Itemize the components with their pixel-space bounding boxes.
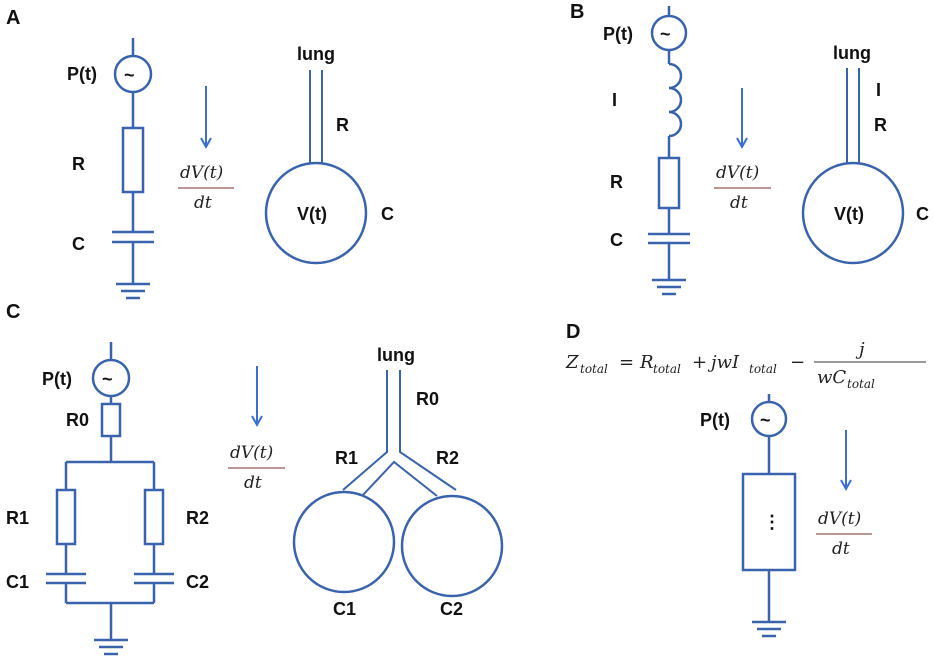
panel-b-letter: B xyxy=(570,1,584,23)
panel-c-r2-label: R2 xyxy=(186,508,209,528)
panel-c-alveolus-right-label: C2 xyxy=(440,599,463,619)
equation-z: Z xyxy=(565,352,579,373)
panel-c-right-alveolus-icon xyxy=(400,494,504,598)
panel-c-branch-right-label: R2 xyxy=(436,448,459,468)
panel-a-compliance-label: C xyxy=(381,204,394,224)
equation-i-sub: total xyxy=(749,362,777,376)
panel-d-source-label: P(t) xyxy=(700,410,730,430)
panel-b-compliance-label: C xyxy=(916,204,929,224)
panel-a-letter: A xyxy=(6,7,20,29)
panel-c-airway-label: lung xyxy=(377,345,415,365)
panel-a-flow-arrowhead-icon xyxy=(200,137,212,150)
panel-c-source-label: P(t) xyxy=(42,369,72,389)
panel-c: C ~ xyxy=(6,301,504,656)
panel-b-airway-inertance-label: I xyxy=(876,80,881,100)
panel-c-r2-resistor-icon xyxy=(143,488,165,546)
panel-d-flow-arrowhead-icon xyxy=(840,479,852,492)
panel-c-c1-label: C1 xyxy=(6,572,29,592)
panel-c-left-alveolus-icon xyxy=(292,490,396,594)
equation-z-sub: total xyxy=(580,362,608,376)
panel-c-airway-outer-right xyxy=(399,370,457,491)
panel-b-circuit: ~ xyxy=(648,6,690,296)
panel-c-flow-denominator: dt xyxy=(244,473,262,493)
panel-c-branch-left-label: R1 xyxy=(335,448,358,468)
panel-a: A ~ P(t) R C dV(t) dt xyxy=(6,7,394,300)
panel-d-flow-numerator: dV(t) xyxy=(818,509,861,529)
panel-b-source-label: P(t) xyxy=(603,24,633,44)
panel-c-trachea-label: R0 xyxy=(416,389,439,409)
panel-a-airway-resistance-label: R xyxy=(336,115,349,135)
panel-a-flow-denominator: dt xyxy=(194,193,212,213)
equation-minus: − xyxy=(790,352,805,373)
panel-c-airway-outer-left xyxy=(342,370,388,491)
panel-a-resistor-label: R xyxy=(72,154,85,174)
panel-c-r0-resistor-icon xyxy=(100,402,122,438)
panel-a-lung-model xyxy=(264,70,368,265)
panel-d-equation: Z total = R total + jwI total − j wC tot… xyxy=(565,339,926,391)
panel-b-volume-label: V(t) xyxy=(834,204,864,224)
panel-a-volume-label: V(t) xyxy=(297,204,327,224)
panel-d-letter: D xyxy=(566,321,580,343)
panel-d-flow: dV(t) dt xyxy=(816,430,872,559)
equation-r-sub: total xyxy=(653,362,681,376)
panel-b-flow-arrowhead-icon xyxy=(736,137,748,150)
panel-b-flow-denominator: dt xyxy=(730,193,748,213)
equation-equals: = xyxy=(619,352,634,373)
panel-a-flow: dV(t) dt xyxy=(178,86,234,213)
equation-jwi: jwI xyxy=(707,352,740,373)
panel-b-flow: dV(t) dt xyxy=(714,88,771,213)
panel-c-alveolus-left-label: C1 xyxy=(333,599,356,619)
panel-b-source-symbol: ~ xyxy=(660,24,671,44)
panel-a-source-label: P(t) xyxy=(67,64,97,84)
panel-c-lung-model xyxy=(292,370,504,598)
panel-c-r1-label: R1 xyxy=(6,508,29,528)
panel-a-alveolus-icon xyxy=(264,161,368,265)
panel-d-circuit: ~ ⋮ xyxy=(741,394,797,638)
panel-c-flow-arrowhead-icon xyxy=(251,415,263,428)
equation-plus: + xyxy=(692,352,707,373)
panel-a-resistor-icon xyxy=(121,126,145,194)
panel-c-flow: dV(t) dt xyxy=(228,366,285,493)
panel-b-inductor-label: I xyxy=(612,90,617,110)
panel-a-flow-numerator: dV(t) xyxy=(180,163,223,183)
panel-b-resistor-label: R xyxy=(610,172,623,192)
panel-b-flow-numerator: dV(t) xyxy=(716,163,759,183)
panel-b-alveolus-icon xyxy=(801,161,905,265)
panel-b-inductor-icon xyxy=(668,62,683,138)
panel-c-source-symbol: ~ xyxy=(102,369,113,389)
panel-a-circuit: ~ xyxy=(112,38,154,300)
equation-c-sub: total xyxy=(847,377,875,391)
panel-a-airway-label: lung xyxy=(297,44,335,64)
panel-a-capacitor-label: C xyxy=(72,234,85,254)
panel-c-flow-numerator: dV(t) xyxy=(230,443,273,463)
panel-a-source-symbol: ~ xyxy=(124,65,135,85)
panel-d-impedance-symbol: ⋮ xyxy=(763,512,781,532)
panel-b-resistor-icon xyxy=(657,156,681,210)
equation-fraction-denominator: wC xyxy=(817,367,846,388)
panel-d-source-symbol: ~ xyxy=(760,410,771,430)
equation-r: R xyxy=(639,352,654,373)
panel-c-circuit: ~ xyxy=(46,342,174,656)
panel-b-airway-label: lung xyxy=(833,43,871,63)
panel-d: D Z total = R total + jwI total − j wC t… xyxy=(565,321,926,638)
panel-c-r1-resistor-icon xyxy=(55,488,77,546)
panel-c-r0-label: R0 xyxy=(66,410,89,430)
equation-fraction-numerator: j xyxy=(855,339,865,360)
panel-b: B ~ P(t) I R C dV(t) dt xyxy=(570,1,929,296)
panel-b-airway-resistance-label: R xyxy=(874,115,887,135)
panel-c-c2-label: C2 xyxy=(186,572,209,592)
panel-b-capacitor-label: C xyxy=(610,230,623,250)
panel-d-flow-denominator: dt xyxy=(832,539,850,559)
panel-c-airway-inner-fork xyxy=(361,460,438,497)
panel-b-lung-model xyxy=(801,68,905,265)
panel-c-letter: C xyxy=(6,301,20,323)
